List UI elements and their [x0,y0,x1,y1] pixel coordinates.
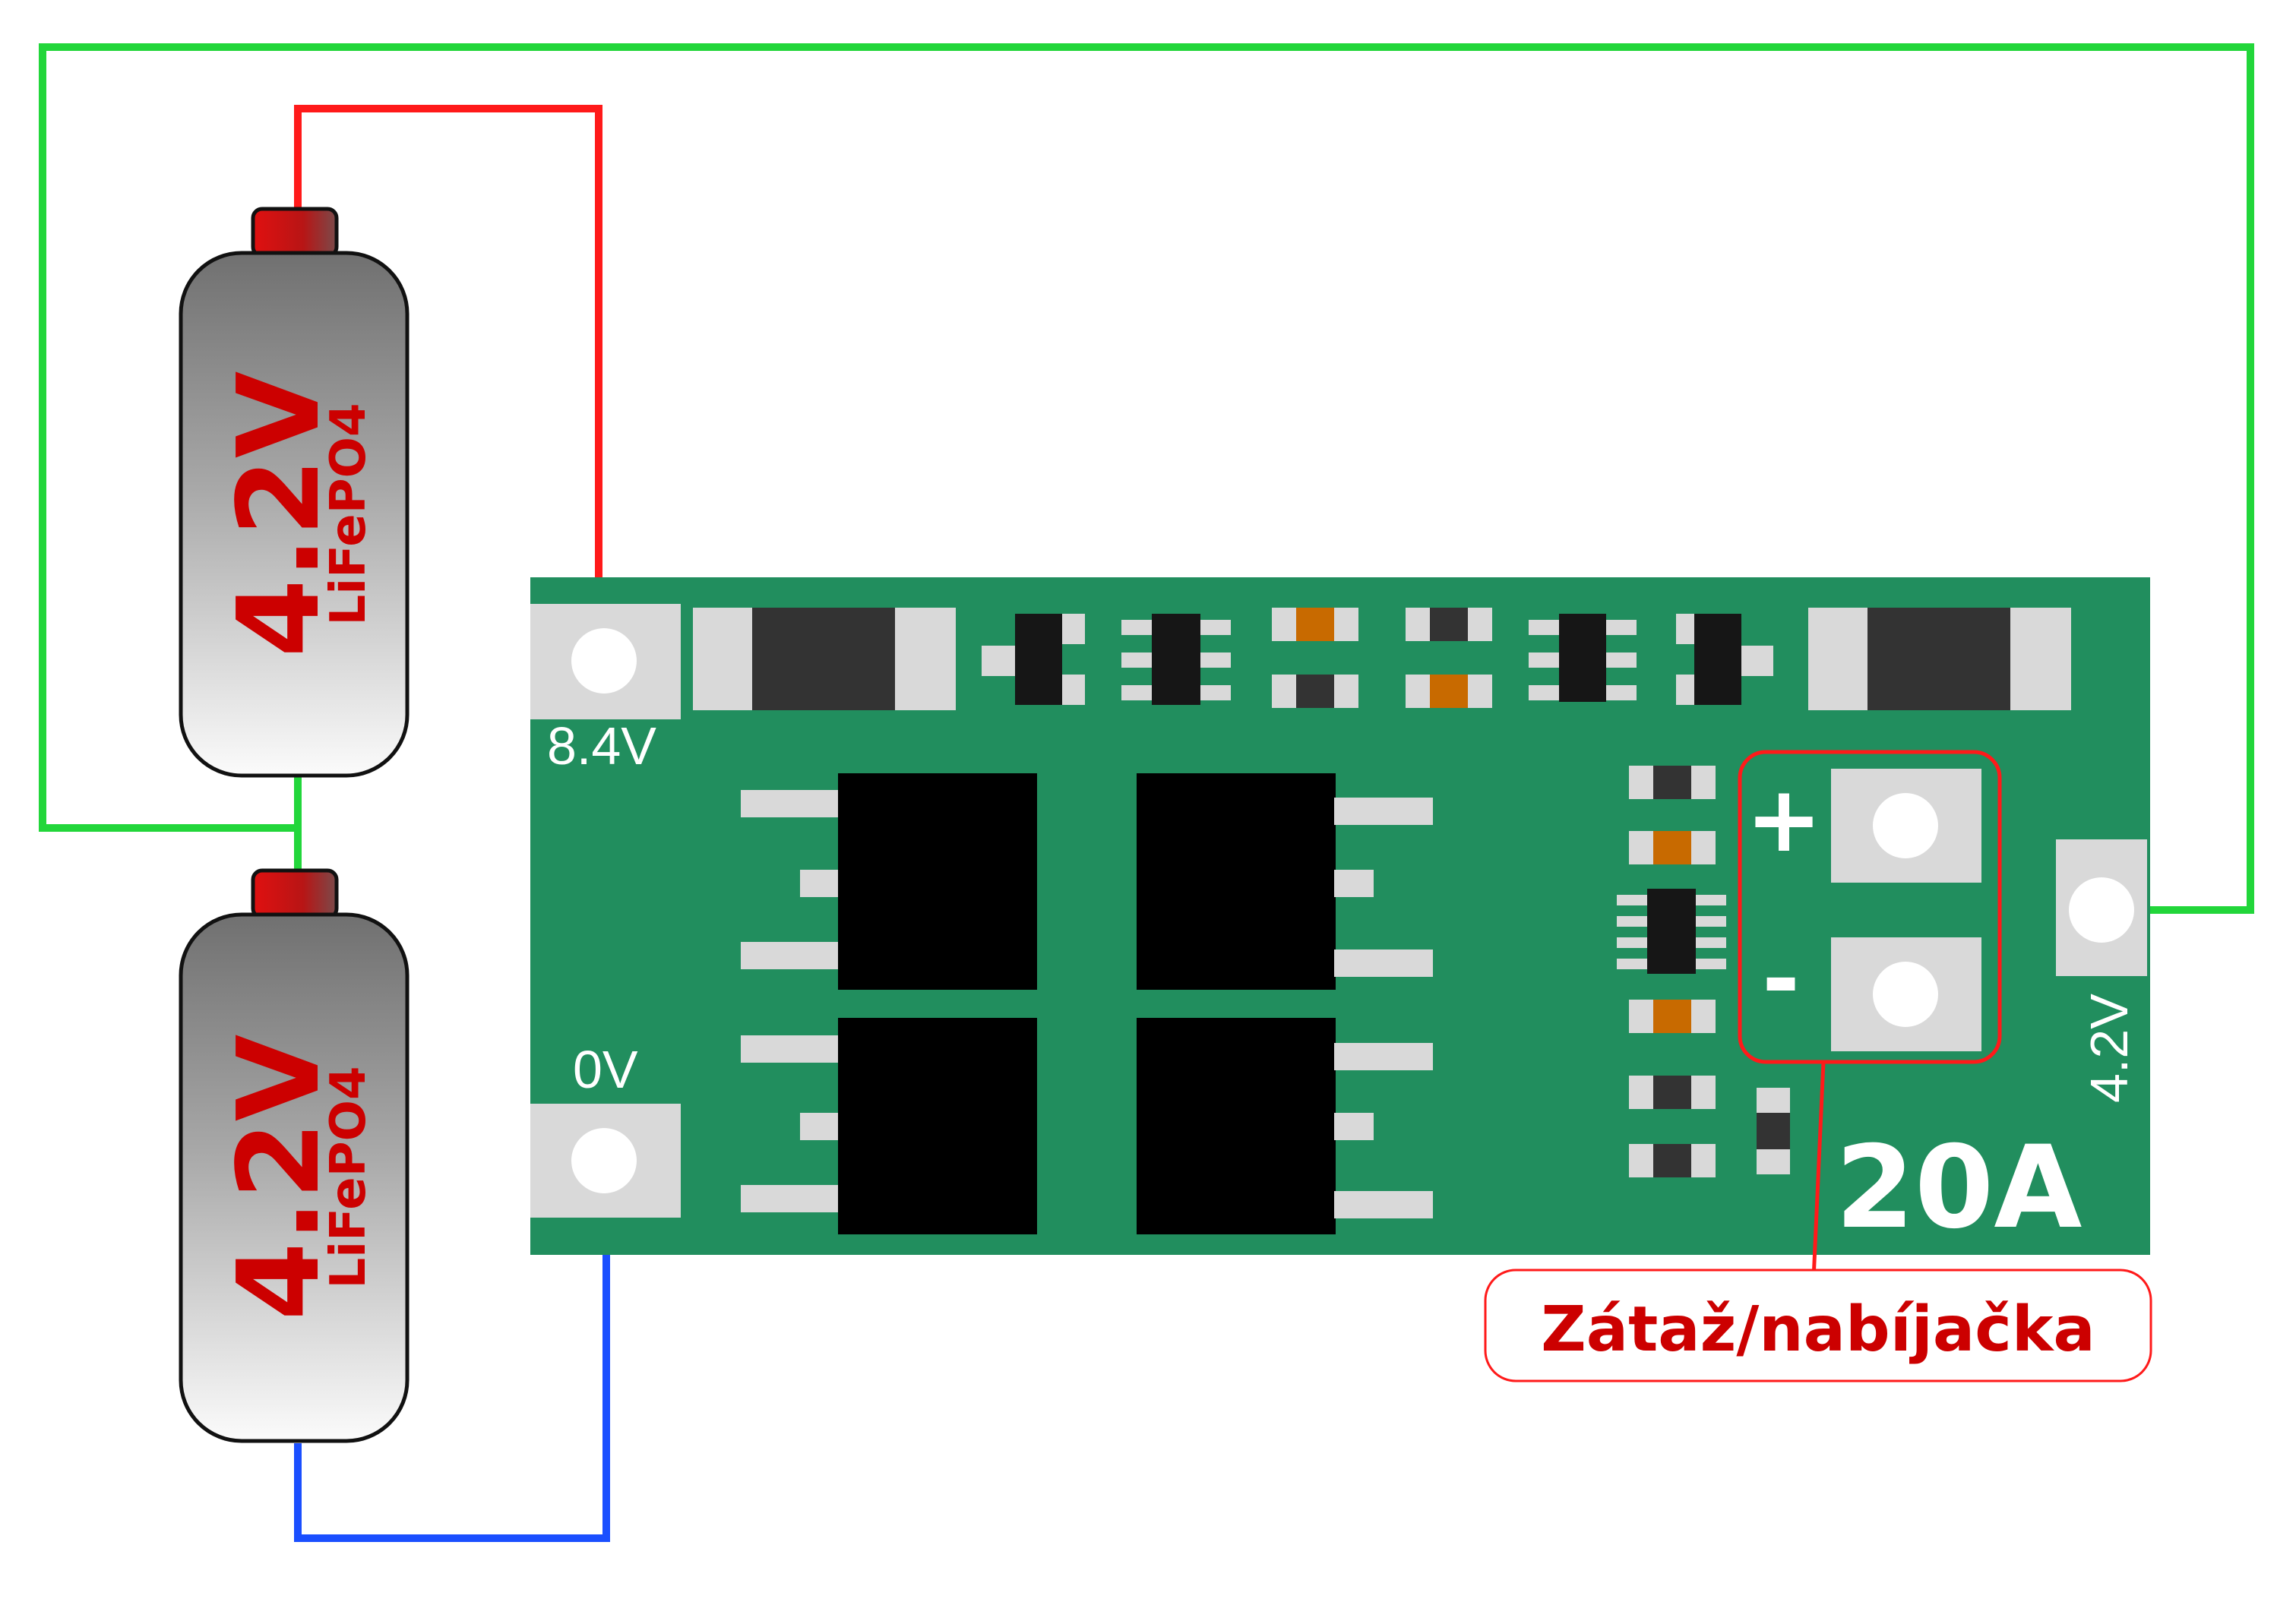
pad-4v2-label: 4.2V [2079,994,2139,1103]
red-wire [294,105,602,608]
battery-chemistry: LiFePO4 [321,1066,377,1288]
battery-top: 4.2V LiFePO4 [179,207,410,778]
mosfet [1137,1018,1336,1234]
battery-chemistry: LiFePO4 [321,403,377,625]
pad-hole [1873,793,1938,858]
battery-body [179,251,410,778]
green-wire [39,43,2254,914]
output-minus-label: - [1762,927,1800,1032]
bms-board: 8.4V 0V 4.2V [530,577,2150,1255]
top-components [693,608,2071,710]
battery-bottom: 4.2V LiFePO4 [179,868,410,1443]
mosfet [838,1018,1037,1234]
mosfet [1137,773,1336,990]
mosfet [838,773,1037,990]
battery-voltage: 4.2V [213,371,344,658]
current-rating: 20A [1836,1122,2083,1254]
blue-wire [294,1215,610,1542]
load-label-box [1484,1269,2152,1382]
battery-voltage: 4.2V [213,1035,344,1321]
pad-hole [571,628,637,694]
battery-cap [251,868,339,920]
wires [39,43,2254,1542]
output-highlight [1738,750,2002,1064]
pad-hole [2069,877,2134,943]
pad-hole [571,1128,637,1193]
battery-body [179,912,410,1443]
pad-hole [1873,962,1938,1027]
pad-8v4-label: 8.4V [547,716,656,776]
mosfets [741,773,1433,1234]
battery-cap [251,207,339,258]
output-plus-label: + [1746,767,1823,873]
small-components [1617,766,1790,1177]
pad-0v-label: 0V [573,1040,638,1099]
load-label: Zátaž/nabíjačka [1541,1294,2095,1366]
